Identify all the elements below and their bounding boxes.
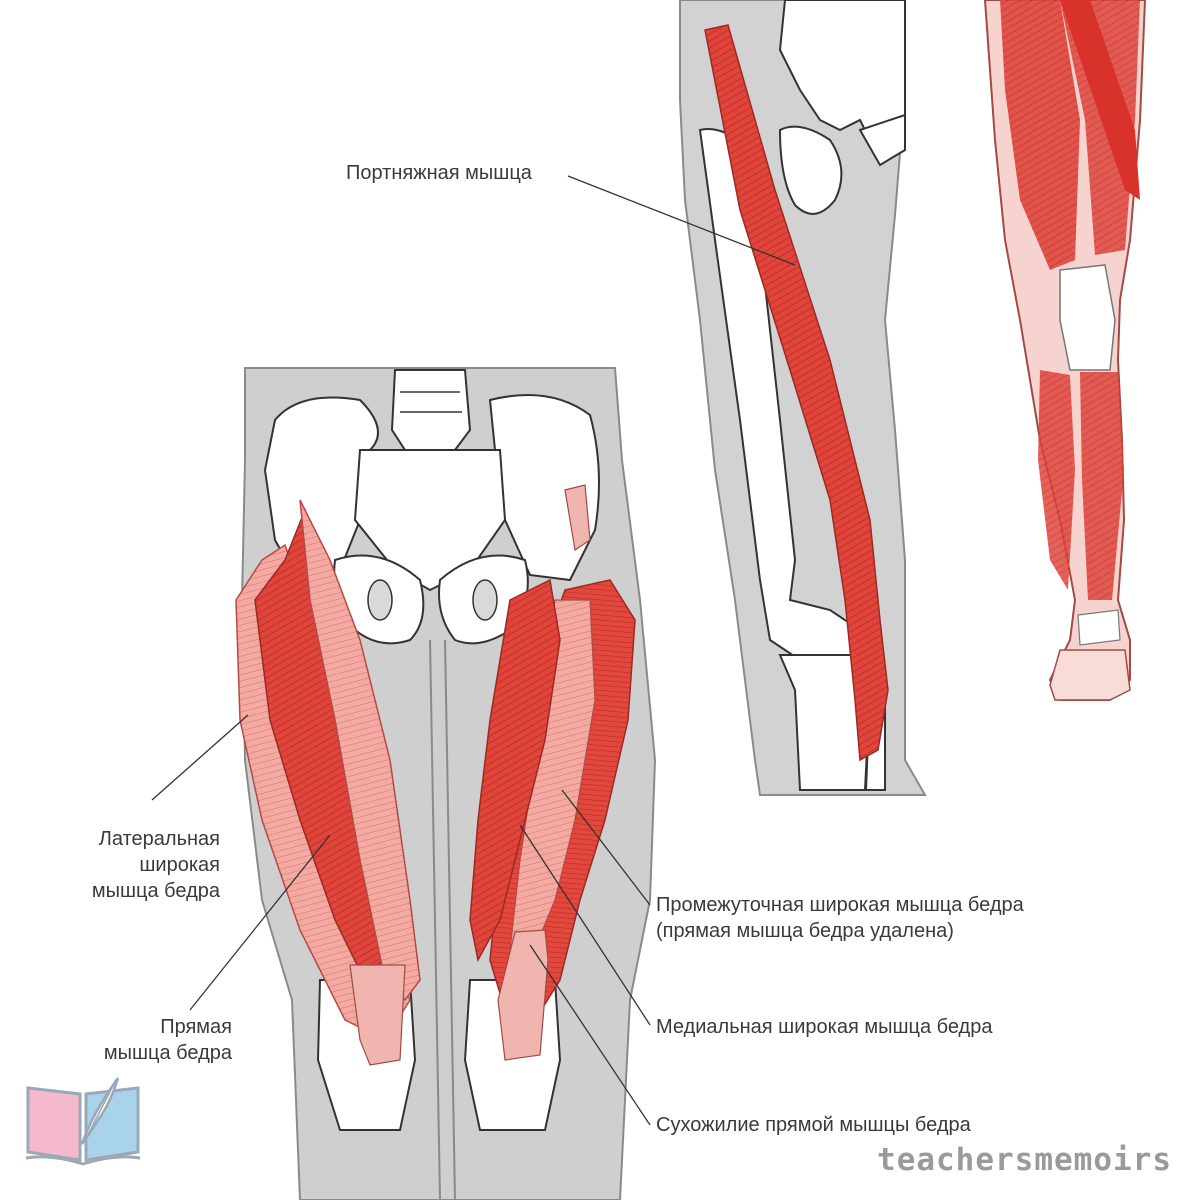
- label-rectus-tendon: Сухожилие прямой мышцы бедра: [656, 1114, 971, 1136]
- leader-line-vastus-intermedius: [561, 789, 651, 906]
- leader-line-vastus-lateralis: [151, 714, 249, 801]
- rectus-tendon: [497, 929, 549, 1061]
- label-vastus-intermedius-line1: Промежуточная широкая мышца бедра: [656, 894, 1024, 916]
- label-sartorius: Портняжная мышца: [346, 162, 532, 184]
- label-vastus-intermedius: Промежуточная широкая мышца бедра (пряма…: [656, 892, 1024, 944]
- full-body-figure: [983, 0, 1147, 701]
- watermark: teachersmemoirs: [877, 1142, 1172, 1178]
- label-rectus-femoris-line1: Прямая: [160, 1016, 232, 1038]
- label-vastus-lateralis: Латеральная широкая мышца бедра: [40, 826, 220, 904]
- leader-line-vastus-medialis: [519, 824, 651, 1026]
- leader-lines: [151, 175, 796, 1126]
- sartorius-figure: [679, 0, 927, 796]
- label-vastus-lateralis-line2: широкая: [139, 854, 220, 876]
- label-vastus-lateralis-line1: Латеральная: [98, 828, 220, 850]
- book-feather-logo-icon: [25, 1077, 141, 1166]
- label-vastus-lateralis-line3: мышца бедра: [91, 880, 220, 902]
- quadriceps-figure: [235, 367, 657, 1200]
- label-vastus-intermedius-line2: (прямая мышца бедра удалена): [656, 920, 954, 942]
- leader-line-sartorius: [567, 175, 796, 266]
- label-rectus-femoris: Прямая мышца бедра: [60, 1014, 232, 1066]
- leader-line-rectus-femoris: [189, 834, 331, 1011]
- label-rectus-femoris-line2: мышца бедра: [103, 1042, 232, 1064]
- label-vastus-medialis: Медиальная широкая мышца бедра: [656, 1016, 993, 1038]
- leader-line-rectus-tendon: [529, 944, 651, 1126]
